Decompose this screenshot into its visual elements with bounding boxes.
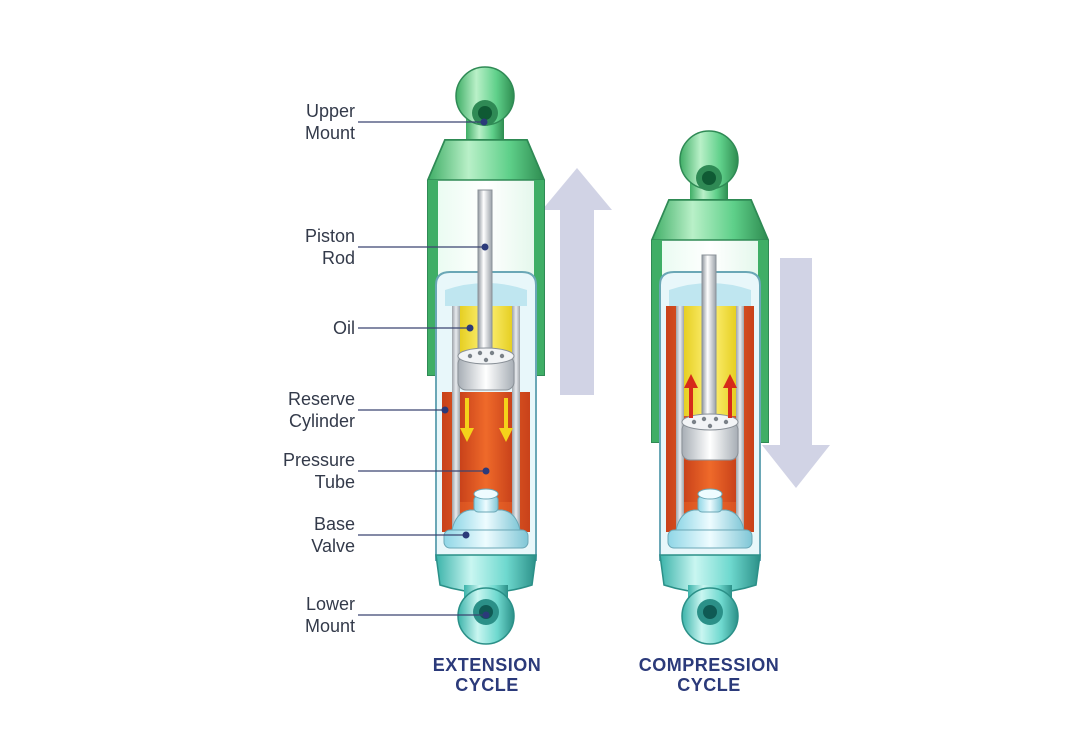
label-upper-mount-line2: Mount (304, 123, 355, 143)
label-reserve-cylinder-line2: Cylinder (288, 411, 355, 431)
label-lower-mount: Lower Mount (195, 593, 355, 637)
label-upper-mount: Upper Mount (195, 100, 355, 144)
label-base-valve: Base Valve (195, 513, 355, 557)
leader-lines (358, 118, 490, 619)
compression-down-arrow (762, 258, 830, 488)
label-upper-mount-line1: Upper (305, 101, 355, 121)
extension-cycle-line1: EXTENSION (432, 655, 542, 675)
label-base-valve-line1: Base (313, 514, 355, 534)
compression-shock (650, 130, 830, 645)
label-pressure-tube-line2: Tube (314, 472, 355, 492)
compression-cycle-line2: CYCLE (677, 675, 741, 695)
label-piston-rod: Piston Rod (195, 225, 355, 269)
label-reserve-cylinder: Reserve Cylinder (195, 388, 355, 432)
extension-cycle-line2: CYCLE (455, 675, 519, 695)
upper-mount-right (679, 130, 739, 212)
base-valve-right (667, 488, 753, 549)
compression-cycle-label: COMPRESSION CYCLE (609, 655, 809, 695)
piston-rod-left (477, 189, 493, 359)
label-pressure-tube: Pressure Tube (195, 449, 355, 493)
upper-mount-left (455, 66, 515, 148)
label-pressure-tube-line1: Pressure (282, 450, 355, 470)
label-oil: Oil (195, 317, 355, 339)
label-oil-line1: Oil (333, 318, 355, 338)
label-lower-mount-line2: Mount (304, 616, 355, 636)
label-piston-rod-line1: Piston (304, 226, 355, 246)
piston-rod-right (701, 254, 717, 426)
extension-shock (426, 66, 612, 645)
label-lower-mount-line1: Lower (305, 594, 355, 614)
flow-arrows-left (460, 398, 513, 442)
piston-right (681, 413, 739, 461)
label-reserve-cylinder-line1: Reserve (287, 389, 355, 409)
extension-up-arrow (542, 168, 612, 395)
label-base-valve-line2: Valve (311, 536, 355, 556)
lower-mount-right (659, 554, 761, 645)
piston-left (457, 347, 515, 391)
lower-mount-left (435, 554, 537, 645)
compression-cycle-line1: COMPRESSION (638, 655, 780, 675)
label-piston-rod-line2: Rod (321, 248, 355, 268)
extension-cycle-label: EXTENSION CYCLE (387, 655, 587, 695)
flow-arrows-right (684, 374, 737, 418)
